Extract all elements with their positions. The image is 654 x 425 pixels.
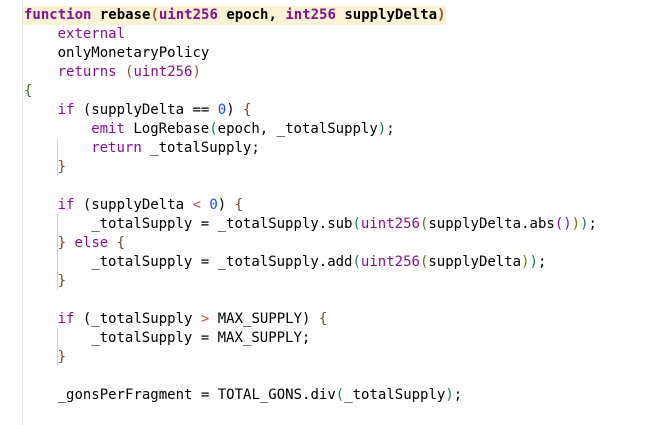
code-token bbox=[108, 235, 116, 251]
code-token: uint256 bbox=[133, 64, 193, 80]
code-line[interactable]: external bbox=[24, 25, 125, 44]
code-token: epoch, _totalSupply bbox=[217, 121, 378, 137]
code-token: ( bbox=[125, 64, 134, 80]
indent-guide bbox=[57, 328, 58, 366]
code-token: returns bbox=[57, 64, 117, 80]
code-token: ) bbox=[192, 64, 201, 80]
code-token: ( bbox=[352, 254, 361, 270]
code-token: < bbox=[192, 197, 201, 213]
code-token: ; bbox=[588, 216, 597, 232]
code-line[interactable]: _totalSupply = MAX_SUPPLY; bbox=[24, 329, 310, 348]
code-line[interactable]: } bbox=[24, 272, 66, 291]
code-token: { bbox=[116, 235, 126, 251]
code-token: { bbox=[243, 102, 252, 118]
code-token: (supplyDelta == bbox=[74, 102, 218, 118]
code-token: uint256 bbox=[360, 216, 420, 232]
code-token: uint256 bbox=[158, 7, 218, 23]
code-token: ) bbox=[521, 254, 530, 270]
code-token: rebase bbox=[99, 7, 151, 23]
code-token: { bbox=[234, 197, 244, 213]
code-line[interactable]: onlyMonetaryPolicy bbox=[24, 44, 210, 63]
code-line[interactable]: if (supplyDelta < 0) { bbox=[24, 196, 243, 215]
code-token: (_totalSupply bbox=[74, 311, 201, 327]
code-token: _totalSupply; bbox=[141, 140, 260, 156]
code-token: else bbox=[74, 235, 109, 251]
code-token: external bbox=[57, 26, 126, 42]
code-line[interactable]: } bbox=[24, 348, 66, 367]
code-token: ) bbox=[377, 121, 387, 137]
code-token: } bbox=[57, 273, 67, 289]
code-token bbox=[117, 64, 125, 80]
code-token: ) bbox=[217, 197, 235, 213]
code-line[interactable]: return _totalSupply; bbox=[24, 139, 260, 158]
code-token: () bbox=[554, 216, 572, 232]
code-token: } bbox=[57, 349, 67, 365]
code-token: ( bbox=[352, 216, 361, 232]
code-line[interactable]: returns (uint256) bbox=[24, 63, 201, 82]
code-token: ) bbox=[529, 254, 538, 270]
code-token: ( bbox=[335, 387, 345, 403]
code-token: > bbox=[200, 311, 210, 327]
code-token: (supplyDelta bbox=[74, 197, 193, 213]
code-token: ( bbox=[419, 254, 429, 270]
code-token: _gonsPerFragment = TOTAL_GONS.div bbox=[57, 387, 336, 403]
indent-guide bbox=[57, 138, 58, 176]
code-line[interactable]: _totalSupply = _totalSupply.add(uint256(… bbox=[24, 253, 546, 272]
code-line[interactable]: _totalSupply = _totalSupply.sub(uint256(… bbox=[24, 215, 597, 234]
code-token: if bbox=[57, 102, 75, 118]
code-token: MAX_SUPPLY) bbox=[209, 311, 319, 327]
code-token: 0 bbox=[217, 102, 227, 118]
code-token: supplyDelta bbox=[335, 7, 438, 23]
code-token: { bbox=[318, 311, 328, 327]
gutter-divider bbox=[22, 0, 23, 425]
code-token: ) bbox=[226, 102, 244, 118]
code-token: emit bbox=[91, 121, 125, 137]
code-token: ) bbox=[437, 7, 446, 23]
code-line[interactable]: } bbox=[24, 158, 66, 177]
code-token: ; bbox=[537, 254, 547, 270]
code-token: function bbox=[24, 7, 92, 23]
code-token: } bbox=[57, 235, 67, 251]
code-line[interactable]: _gonsPerFragment = TOTAL_GONS.div(_total… bbox=[24, 386, 463, 405]
code-token: onlyMonetaryPolicy bbox=[57, 45, 210, 61]
code-token: _totalSupply = _totalSupply.add bbox=[91, 254, 353, 270]
code-token: { bbox=[24, 83, 33, 99]
code-token: LogRebase bbox=[124, 121, 210, 137]
code-token: uint256 bbox=[360, 254, 420, 270]
code-token bbox=[91, 7, 99, 23]
code-token: ( bbox=[150, 7, 159, 23]
code-line[interactable]: } else { bbox=[24, 234, 125, 253]
code-token: _totalSupply bbox=[344, 387, 446, 403]
code-token: _totalSupply = MAX_SUPPLY; bbox=[91, 330, 311, 346]
code-line[interactable]: if (_totalSupply > MAX_SUPPLY) { bbox=[24, 310, 328, 329]
code-line[interactable]: { bbox=[24, 82, 32, 101]
code-token: ( bbox=[209, 121, 218, 137]
code-line-current[interactable]: function rebase(uint256 epoch, int256 su… bbox=[23, 6, 446, 25]
indent-guide bbox=[57, 214, 58, 290]
code-token: return bbox=[91, 140, 142, 156]
code-token: if bbox=[57, 197, 75, 213]
code-token: ) bbox=[571, 216, 581, 232]
code-line[interactable]: if (supplyDelta == 0) { bbox=[24, 101, 252, 120]
code-token: ( bbox=[419, 216, 429, 232]
code-token: supplyDelta bbox=[428, 254, 522, 270]
code-line[interactable]: emit LogRebase(epoch, _totalSupply); bbox=[24, 120, 395, 139]
code-token: } bbox=[57, 159, 67, 175]
code-token: ; bbox=[386, 121, 395, 137]
code-token: 0 bbox=[209, 197, 218, 213]
code-token: if bbox=[57, 311, 75, 327]
code-token: supplyDelta.abs bbox=[428, 216, 555, 232]
code-token: ) bbox=[580, 216, 589, 232]
code-token: epoch, bbox=[217, 7, 286, 23]
code-token: _totalSupply = _totalSupply.sub bbox=[91, 216, 353, 232]
code-token: int256 bbox=[285, 7, 336, 23]
code-token: ) bbox=[445, 387, 454, 403]
code-token: ; bbox=[453, 387, 463, 403]
